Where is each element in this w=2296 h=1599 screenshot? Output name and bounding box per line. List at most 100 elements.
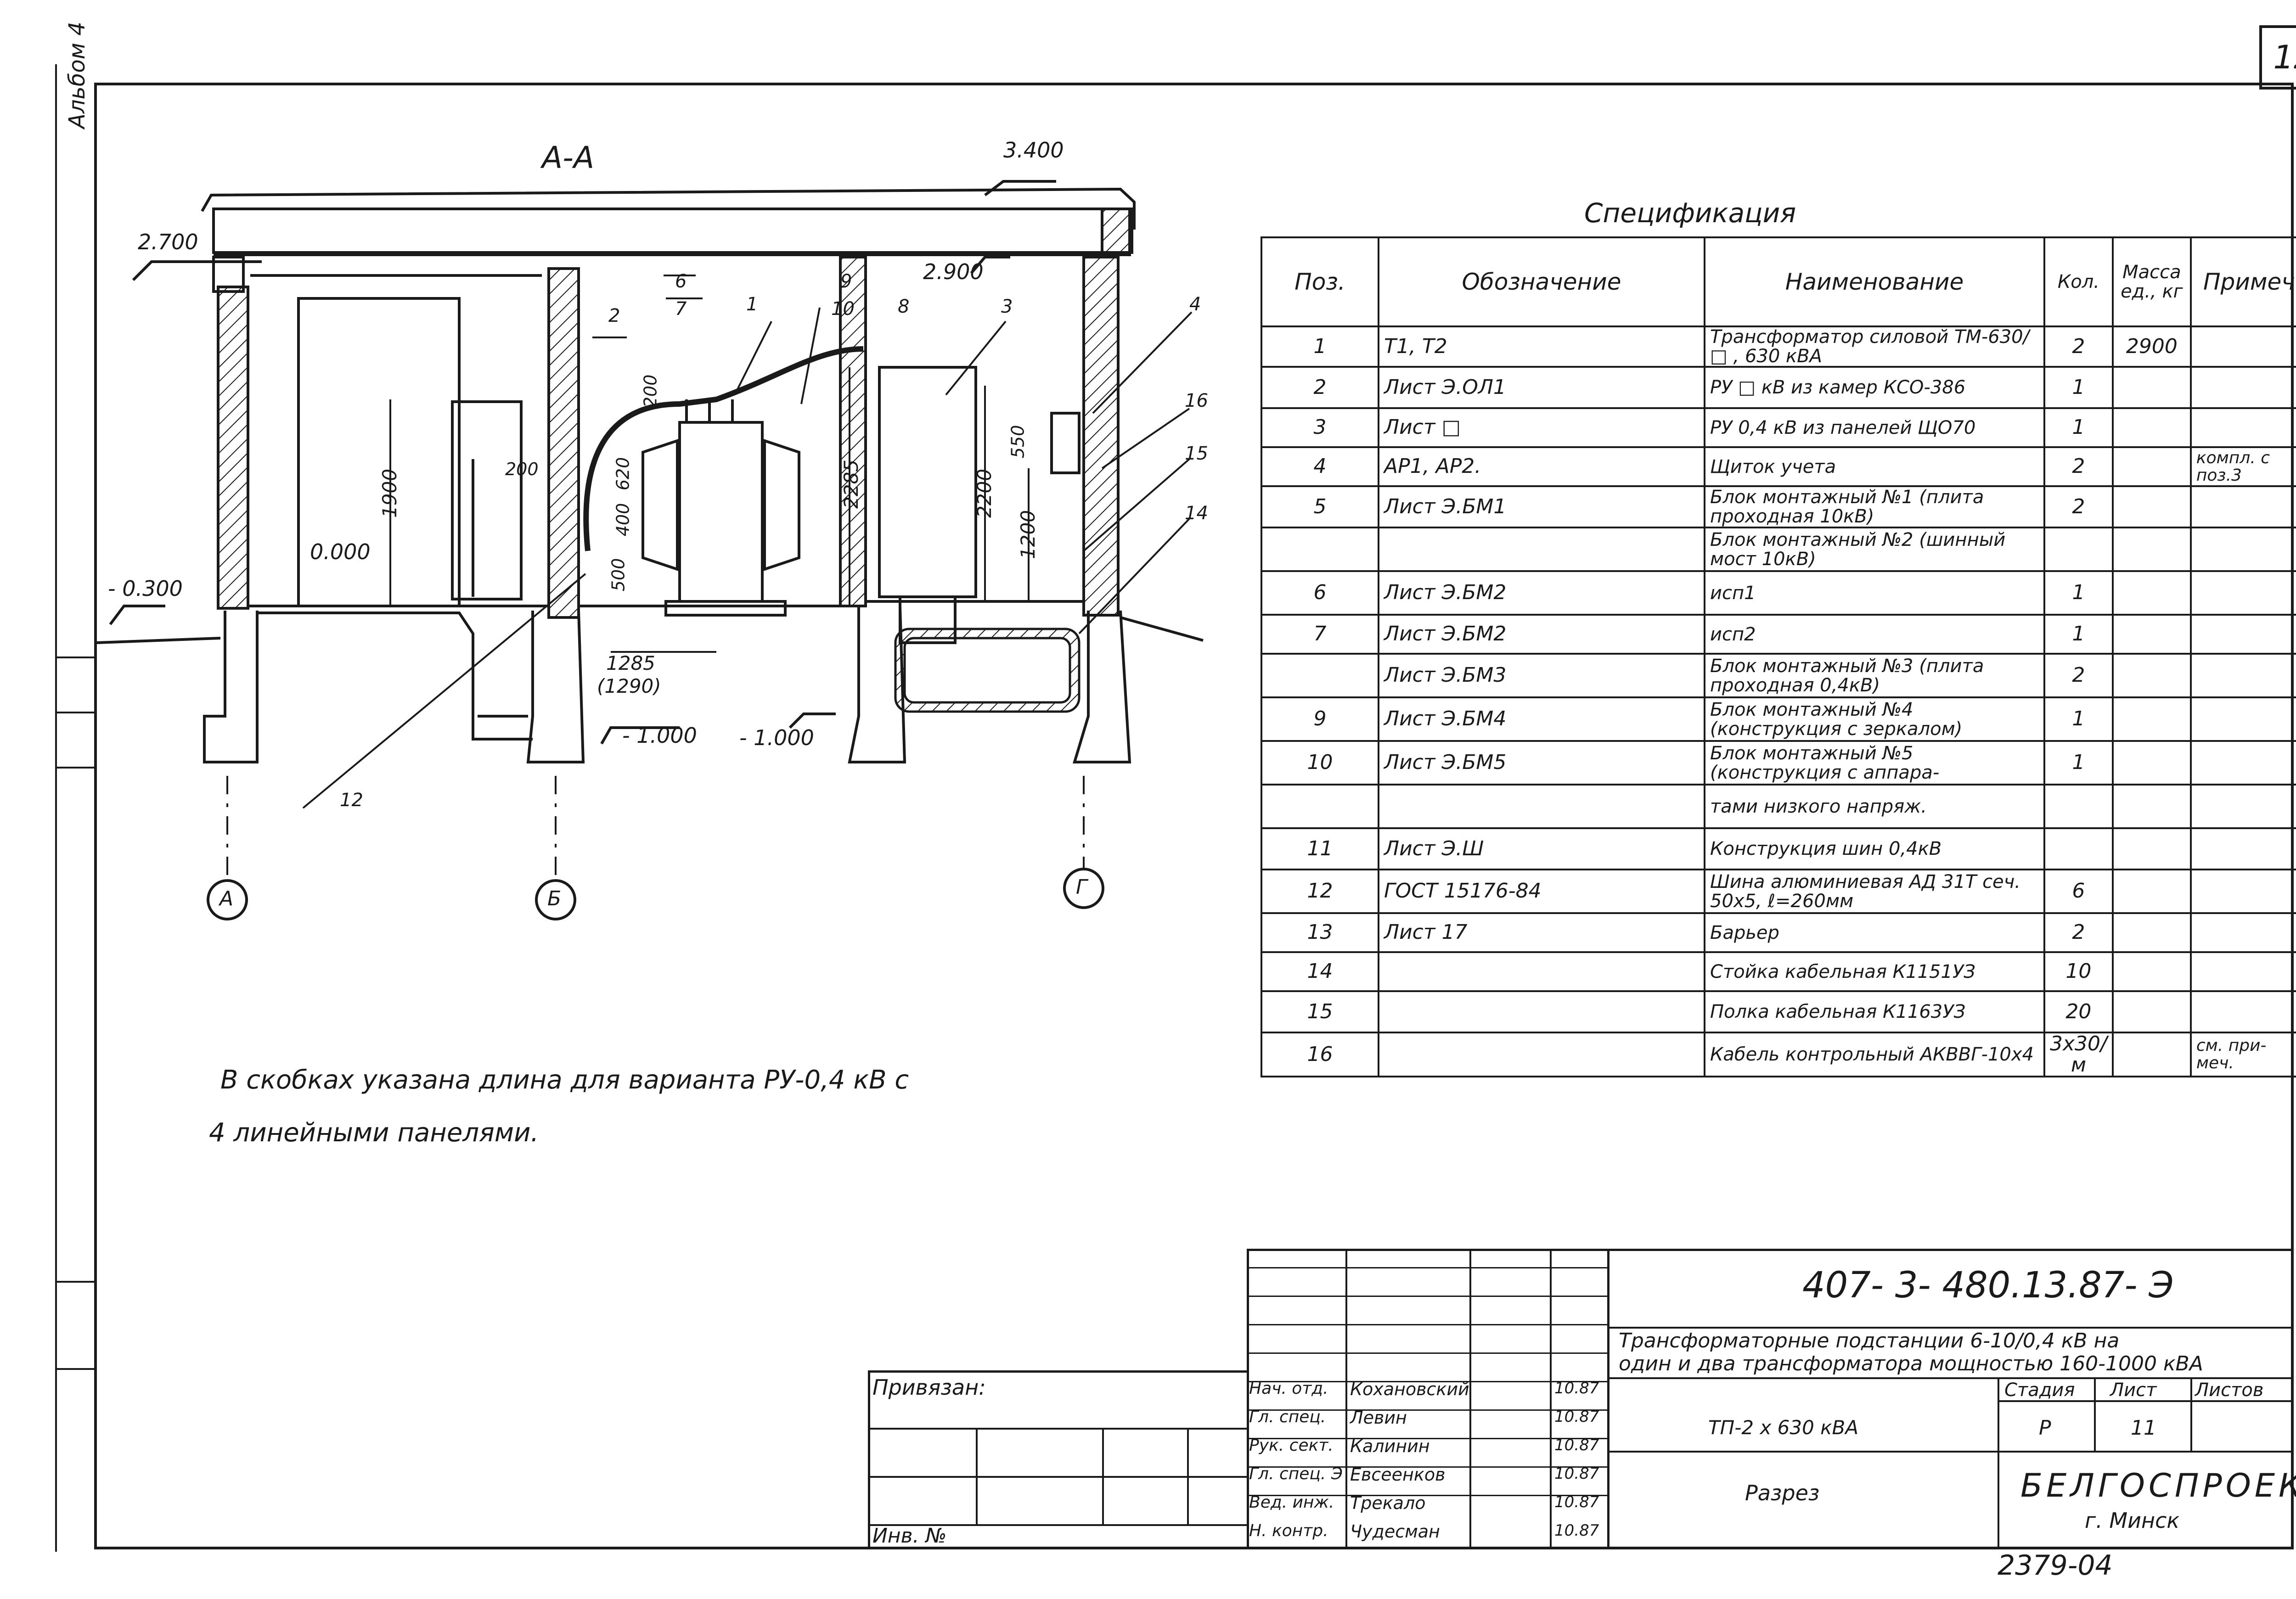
spec-pos: [1261, 653, 1379, 698]
spec-qty: 1: [2043, 570, 2114, 616]
spec-mass: [2111, 1031, 2192, 1078]
callout-14: 14: [1185, 503, 1208, 524]
mark-roof: 3.400: [1003, 138, 1064, 163]
staff-role: Н. контр.: [1249, 1521, 1328, 1540]
spec-header-qty: Кол.: [2043, 236, 2114, 327]
right-wall: [1082, 256, 1120, 617]
spec-designation: Лист Э.БМ3: [1378, 653, 1705, 698]
spec-pos: [1261, 784, 1379, 829]
mark-eave: 2.700: [138, 230, 198, 254]
spec-pos: 15: [1261, 990, 1379, 1033]
dim-400: 400: [613, 503, 633, 537]
dim-500: 500: [608, 558, 629, 592]
sheet-value: 11: [2131, 1416, 2156, 1440]
spec-mass: [2111, 366, 2192, 409]
staff-date: 10.87: [1554, 1464, 1599, 1483]
spec-header-note: Примеч.: [2189, 236, 2296, 327]
spec-note: компл. с поз.3: [2189, 446, 2296, 487]
mark-ground: - 0.300: [108, 576, 183, 601]
spec-qty: 10: [2043, 951, 2114, 992]
dim-1900: 1900: [378, 469, 401, 518]
spec-name: исп2: [1704, 614, 2045, 655]
spec-note: [2189, 784, 2296, 829]
spec-mass: [2111, 912, 2192, 953]
spec-name: Стойка кабельная К1151УЗ: [1704, 951, 2045, 992]
spec-mass: [2111, 740, 2192, 785]
staff-role: Вед. инж.: [1249, 1493, 1334, 1512]
archive-number: 2379-04: [1998, 1549, 2113, 1582]
spec-pos: 7: [1261, 614, 1379, 655]
spec-designation: Лист Э.БМ5: [1378, 740, 1705, 785]
spec-qty: [2043, 784, 2114, 829]
staff-role: Нач. отд.: [1249, 1379, 1328, 1398]
spec-name: Блок монтажный №1 (плита проходная 10кВ): [1704, 485, 2045, 528]
spec-mass: [2111, 527, 2192, 572]
spec-designation: [1378, 990, 1705, 1033]
spec-note: [2189, 869, 2296, 914]
spec-note: [2189, 990, 2296, 1033]
callout-7: 7: [675, 298, 687, 320]
spec-mass: [2111, 485, 2192, 528]
spec-designation: [1378, 951, 1705, 992]
spec-designation: Лист Э.ОЛ1: [1378, 366, 1705, 409]
mark-ru-top: 2.900: [923, 259, 984, 284]
left-wall: [217, 286, 249, 610]
spec-name: Трансформатор силовой ТМ-630/□ , 630 кВА: [1704, 325, 2045, 368]
dim-1200: 1200: [1016, 510, 1039, 559]
spec-pos: 16: [1261, 1031, 1379, 1078]
mark-pit1: - 1.000: [622, 723, 697, 748]
ru-04kv-cabinet: [878, 366, 977, 598]
spec-row: Блок монтажный №2 (шинный мост 10кВ): [1261, 527, 2296, 572]
spec-mass: [2111, 614, 2192, 655]
staff-date: 10.87: [1554, 1436, 1599, 1454]
staff-name: Евсеенков: [1350, 1464, 1446, 1485]
callout-1: 1: [746, 294, 758, 315]
roof-slab: [212, 208, 1133, 254]
section-drawing: [96, 180, 1204, 920]
spec-pos: [1261, 527, 1379, 572]
spec-pos: 13: [1261, 912, 1379, 953]
transformer: [678, 421, 764, 603]
spec-designation: Лист Э.БМ2: [1378, 570, 1705, 616]
callout-6: 6: [675, 271, 687, 292]
note-line-2: 4 линейными панелями.: [209, 1118, 539, 1148]
dim-200a: 200: [640, 374, 661, 408]
axis-b: Б: [547, 887, 562, 910]
spec-note: [2189, 407, 2296, 448]
left-binding-strip: [55, 64, 96, 1552]
staff-name: Калинин: [1350, 1436, 1430, 1456]
variant-label: ТП-2 x 630 кВА: [1708, 1416, 1859, 1439]
spec-note: [2189, 527, 2296, 572]
spec-note: [2189, 740, 2296, 785]
spec-name: тами низкого напряж.: [1704, 784, 2045, 829]
note-line-1: В скобках указана длина для варианта РУ-…: [220, 1065, 909, 1095]
spec-header-designation: Обозначение: [1378, 236, 1705, 327]
spec-designation: Лист Э.Ш: [1378, 827, 1705, 870]
spec-note: см. при- меч.: [2189, 1031, 2296, 1078]
dim-2200: 2200: [973, 469, 996, 518]
spec-designation: Лист Э.БМ4: [1378, 696, 1705, 742]
spec-qty: 1: [2043, 366, 2114, 409]
staff-role: Гл. спец. Э: [1249, 1464, 1343, 1483]
spec-note: [2189, 570, 2296, 616]
spec-header-row: Поз. Обозначение Наименование Кол. Масса…: [1261, 236, 2296, 327]
spec-note: [2189, 912, 2296, 953]
spec-name: Шина алюминиевая АД 31Т сеч. 50x5, ℓ=260…: [1704, 869, 2045, 914]
inv-label: Инв. №: [872, 1524, 947, 1548]
callout-9: 9: [840, 271, 852, 292]
spec-designation: Лист □: [1378, 407, 1705, 448]
partition-wall-1: [547, 267, 580, 619]
spec-name: Блок монтажный №2 (шинный мост 10кВ): [1704, 527, 2045, 572]
